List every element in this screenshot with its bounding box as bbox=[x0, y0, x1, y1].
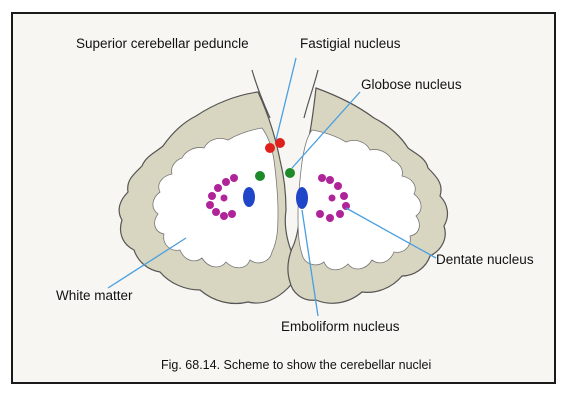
label-dentate-nucleus: Dentate nucleus bbox=[436, 252, 534, 267]
emboliform-nucleus-right bbox=[296, 187, 308, 209]
fastigial-nucleus-left bbox=[265, 143, 275, 153]
globose-nucleus-left bbox=[255, 171, 265, 181]
label-fastigial-nucleus: Fastigial nucleus bbox=[300, 36, 401, 51]
label-white-matter: White matter bbox=[56, 288, 133, 303]
emboliform-nucleus-left bbox=[243, 187, 255, 207]
label-emboliform-nucleus: Emboliform nucleus bbox=[281, 319, 400, 334]
label-globose-nucleus: Globose nucleus bbox=[361, 77, 462, 92]
figure-caption: Fig. 68.14. Scheme to show the cerebella… bbox=[161, 358, 431, 372]
label-superior-cerebellar-peduncle: Superior cerebellar peduncle bbox=[76, 36, 249, 51]
globose-nucleus-right bbox=[285, 168, 295, 178]
leader-fastigial bbox=[276, 58, 296, 140]
